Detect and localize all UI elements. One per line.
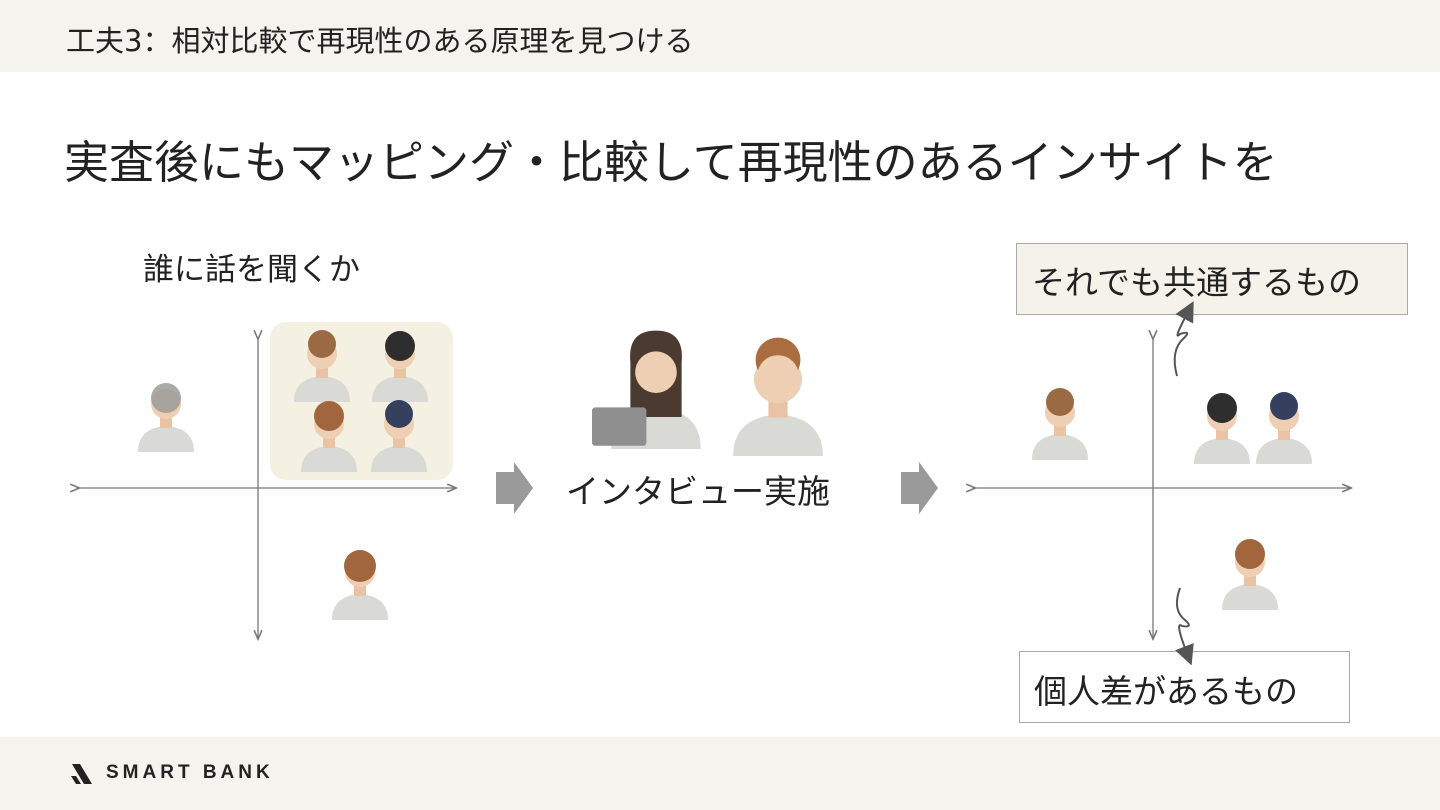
arrow-right-icon bbox=[496, 462, 533, 514]
page-title: 工夫3：相対比較で再現性のある原理を見つける bbox=[66, 24, 694, 58]
left-quadrant-axes bbox=[78, 338, 455, 638]
curved-arrow-icon bbox=[1173, 301, 1194, 377]
person-avatar bbox=[332, 550, 388, 620]
right-quadrant-axes bbox=[974, 338, 1350, 638]
person-avatar bbox=[138, 383, 194, 452]
footer-bar bbox=[0, 737, 1440, 810]
common-insight-box bbox=[1016, 243, 1408, 315]
person-avatar bbox=[372, 331, 428, 402]
header-bar bbox=[0, 0, 1440, 72]
person-avatar bbox=[1222, 539, 1278, 610]
person-avatar bbox=[371, 400, 427, 472]
person-avatar bbox=[301, 401, 357, 472]
person-avatar bbox=[733, 337, 823, 456]
logo-mark-icon bbox=[71, 764, 92, 784]
curved-arrow-icon bbox=[1175, 587, 1194, 666]
common-insight-label: それでも共通するもの bbox=[1032, 263, 1362, 302]
person-avatar bbox=[1032, 388, 1088, 460]
arrow-right-icon bbox=[901, 462, 938, 514]
who-to-interview-label: 誰に話を聞くか bbox=[143, 252, 360, 288]
person-avatar bbox=[592, 330, 701, 449]
person-avatar bbox=[1194, 393, 1250, 464]
individual-difference-label: 個人差があるもの bbox=[1034, 672, 1298, 711]
brand-name: SMART BANK bbox=[106, 762, 274, 783]
slide-heading: 実査後にもマッピング・比較して再現性のあるインサイトを bbox=[64, 136, 1278, 189]
interview-label: インタビュー実施 bbox=[566, 472, 830, 511]
person-avatar bbox=[1256, 392, 1312, 464]
person-avatar bbox=[294, 330, 350, 402]
